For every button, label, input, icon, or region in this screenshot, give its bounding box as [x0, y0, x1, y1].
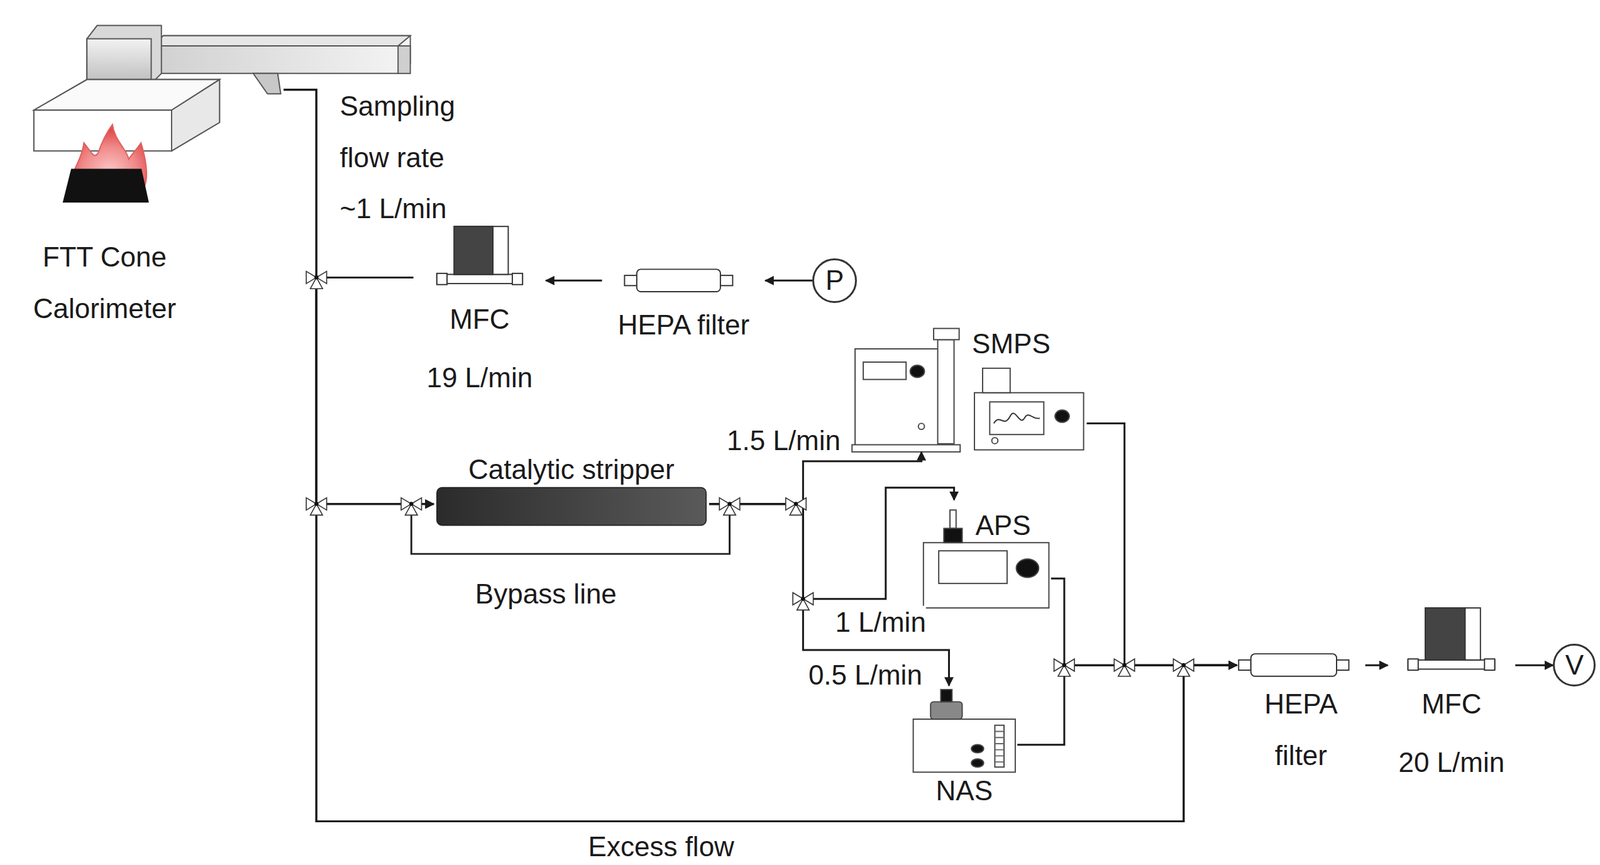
flow-rate-label: 1.5 L/min	[726, 424, 841, 458]
node-text: FTT Cone Calorimeter	[15, 231, 194, 334]
node-text: APS	[962, 499, 1045, 551]
flow-rate-label: 1 L/min	[835, 606, 927, 640]
flow-controller: MFC 19 L/min	[413, 222, 546, 407]
filter-node: HEPA filter	[1236, 648, 1366, 782]
flow-line	[709, 452, 922, 505]
flow-line	[1365, 664, 1389, 667]
valve-symbol	[306, 497, 327, 516]
valve-symbol	[785, 497, 806, 516]
valve-symbol	[1054, 658, 1075, 677]
instrument-node: APS	[923, 499, 1052, 610]
flow-line	[545, 279, 602, 282]
instrument-node: SMPS	[851, 316, 1087, 453]
hepa-filter-symbol	[624, 269, 733, 292]
node-text: 19 L/min	[413, 352, 546, 403]
flow-rate-label: Excess flow	[588, 830, 735, 864]
nas-instrument	[913, 689, 1016, 773]
node-text: V	[1565, 651, 1584, 679]
mfc-symbol	[436, 226, 523, 285]
line-label: Bypass line	[475, 577, 617, 611]
valve-symbol	[306, 271, 327, 290]
flow-line	[1515, 664, 1553, 667]
valve-symbol	[792, 592, 813, 611]
valve-symbol	[719, 497, 740, 516]
flow-rate-label: 0.5 L/min	[808, 658, 923, 693]
valve-symbol	[1173, 658, 1194, 677]
flow-line	[765, 279, 813, 282]
flow-line	[1017, 665, 1237, 745]
flow-line	[316, 277, 1237, 822]
node-text: 20 L/min	[1387, 736, 1516, 788]
apparatus-node: FTT Cone Calorimeter	[15, 20, 284, 336]
node-text: Catalytic stripper	[433, 443, 710, 495]
pump-circle: P	[812, 258, 857, 304]
node-text: MFC	[1387, 678, 1516, 730]
node-text: SMPS	[964, 318, 1059, 370]
node-text: MFC	[413, 293, 546, 345]
flow-controller: MFC 20 L/min	[1387, 604, 1516, 790]
stripper-node: Catalytic stripper	[433, 443, 710, 529]
hepa-filter-symbol	[1238, 653, 1349, 677]
flow-line	[1051, 578, 1237, 666]
valve-symbol	[401, 497, 422, 516]
filter-node: HEPA filter	[602, 267, 766, 354]
flow-line	[316, 277, 434, 504]
mfc-symbol	[1408, 607, 1496, 671]
flow-line	[1086, 423, 1238, 666]
node-text: P	[825, 266, 844, 295]
flow-rate-label: Sampling flow rate ~1 L/min	[339, 80, 483, 234]
bypass-line	[411, 504, 730, 555]
node-text: NAS	[910, 765, 1018, 817]
catalytic-stripper-body	[436, 487, 707, 526]
valve-symbol	[1114, 658, 1135, 677]
instrument-node: NAS	[910, 685, 1018, 818]
vacuum-circle: V	[1552, 643, 1596, 687]
node-text: HEPA filter	[1244, 678, 1358, 781]
node-text: HEPA filter	[602, 299, 766, 351]
